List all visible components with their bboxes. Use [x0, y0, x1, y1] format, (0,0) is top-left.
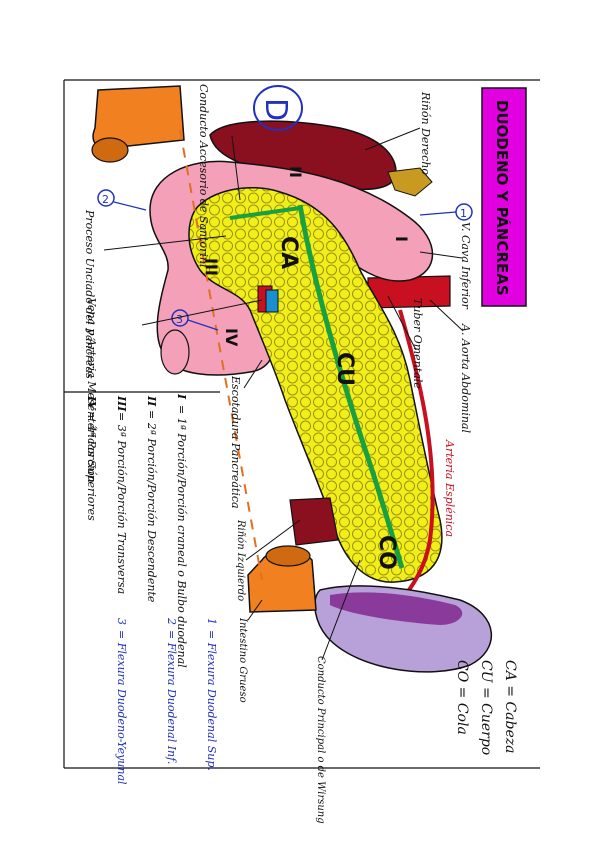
- flexure-marker-3: 3: [171, 309, 219, 331]
- flexure-marker-2: 2: [97, 189, 147, 211]
- legend-flexure-3: = Flexura Duodeno-Yeyunal: [115, 630, 128, 785]
- legend-part-2: = 2ª Porción/Porción Descendente: [145, 410, 158, 603]
- legend-part-3: = 3ª Porción/Porción Transversa: [115, 412, 128, 594]
- label-rinon-izquierdo: Riñón Izquierdo: [235, 519, 246, 601]
- guide-line: [179, 129, 263, 581]
- pointer-lines: [103, 127, 463, 661]
- legend-parts: = 1ª Porción/Porción craneal o Bulbo duo…: [85, 393, 188, 668]
- legend-region-co: CO = Cola: [454, 660, 470, 735]
- legend-part-3-num: III: [115, 395, 128, 412]
- legend-flexure-2: = Flexura Duodenal Inf.: [165, 630, 178, 764]
- d-marker: D: [253, 85, 303, 131]
- label-mesentericas: Vena y Arteria Mesentéricas Superiores: [85, 298, 98, 521]
- part-ii: II: [286, 166, 305, 178]
- pancreatic-ducts: [229, 204, 405, 569]
- label-intestino-grueso: Intestino Grueso: [237, 617, 248, 703]
- svg-text:3: 3: [176, 313, 183, 326]
- svg-text:2: 2: [102, 193, 109, 206]
- label-conducto-principal: Conducto Principal o de Wirsung: [315, 656, 326, 824]
- part-iii: III: [202, 258, 221, 276]
- legend-flexure-2-num: 2: [165, 617, 178, 625]
- colon-bottom: [247, 545, 317, 613]
- legend-part-2-num: II: [145, 395, 158, 407]
- legend-part-1-num: I: [175, 393, 188, 400]
- colon-top: [91, 85, 185, 163]
- left-kidney: [289, 497, 339, 546]
- part-i: I: [392, 236, 411, 242]
- d-marker-label: D: [258, 98, 293, 121]
- mesenteric-vessels: [257, 285, 279, 313]
- title-box: DUODENO Y PÁNCREAS: [481, 87, 527, 307]
- legend-flexure-3-num: 3: [115, 618, 128, 625]
- legend-part-1: = 1ª Porción/Porción craneal o Bulbo duo…: [175, 405, 188, 668]
- legend-part-4-num: IV: [85, 395, 98, 411]
- region-cu: CU: [332, 352, 357, 386]
- label-vena-cava: V. Cava Inferior: [459, 222, 472, 310]
- label-aorta: A. Aorta Abdominal: [459, 323, 472, 433]
- spleen: [314, 585, 493, 673]
- splenic-artery: [396, 309, 435, 606]
- label-proceso-unciado: Proceso Unciado del Páncreas: [83, 209, 96, 379]
- part-iv: IV: [222, 328, 241, 347]
- label-escotadura: Escotadura Pancreática: [229, 375, 242, 509]
- label-tuber-omentale: Tuber Omentale: [411, 298, 424, 389]
- region-co: CO: [374, 535, 399, 570]
- label-conducto-accesorio: Conducto Accesorio de Santorini: [197, 84, 210, 268]
- legend-part-4: = 4ª Porción: [85, 412, 98, 483]
- legend-region-ca: CA = Cabeza: [502, 660, 518, 753]
- flexure-marker-1: 1: [419, 203, 473, 221]
- svg-text:1: 1: [460, 207, 467, 220]
- legend-flexure-1: = Flexura Duodenal Sup.: [205, 630, 218, 771]
- label-rinon-derecho: Riñón Derecho: [419, 91, 432, 175]
- region-ca: CA: [276, 236, 301, 269]
- page-title: DUODENO Y PÁNCREAS: [493, 100, 512, 296]
- legend-flexures: = Flexura Duodenal Sup. 1 = Flexura Duod…: [115, 617, 218, 785]
- legend-region-cu: CU = Cuerpo: [478, 660, 494, 755]
- legend-regions: CA = Cabeza CU = Cuerpo CO = Cola: [454, 660, 518, 755]
- legend-flexure-1-num: 1: [205, 618, 218, 625]
- label-arteria-esplenica: Arteria Esplénica: [443, 439, 456, 537]
